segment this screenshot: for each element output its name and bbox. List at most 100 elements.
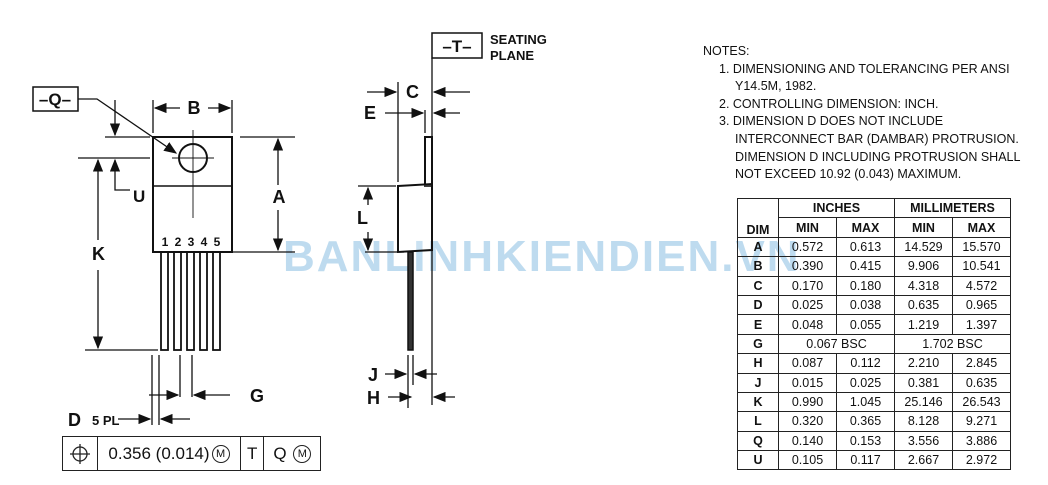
dim-cell: U — [737, 450, 779, 471]
header-min: MIN — [894, 217, 953, 238]
value-cell: 0.180 — [836, 275, 895, 296]
value-cell: 0.365 — [836, 411, 895, 432]
dim-a: A — [273, 187, 286, 207]
datum-q-box — [32, 86, 79, 112]
value-cell: 0.381 — [894, 372, 953, 393]
dim-cell: A — [737, 236, 779, 258]
value-cell: 0.390 — [778, 256, 837, 277]
dim-cell: E — [737, 314, 779, 335]
pin-3-label: 3 — [188, 235, 195, 249]
dim-cell: C — [737, 275, 779, 296]
dim-d: D — [68, 410, 81, 430]
value-cell: 26.543 — [952, 391, 1011, 413]
dim-u: U — [133, 187, 145, 206]
value-cell: 0.025 — [778, 294, 837, 316]
value-cell: 4.572 — [952, 275, 1011, 296]
dim-cell: K — [737, 391, 779, 413]
notes-title: NOTES: — [703, 44, 750, 58]
dim-cell: B — [737, 256, 779, 277]
value-cell: 9.271 — [952, 411, 1011, 432]
value-cell: 0.112 — [836, 353, 895, 374]
note-item: 1. DIMENSIONING AND TOLERANCING PER ANSI… — [719, 61, 1010, 94]
mmc-modifier: M — [293, 444, 312, 463]
dim-c: C — [406, 82, 419, 102]
seating-label: SEATING — [490, 32, 547, 47]
feature-control-frame: 0.356 (0.014)M T Q M — [62, 436, 322, 471]
value-cell: 0.990 — [778, 391, 837, 413]
value-cell: 1.219 — [894, 314, 953, 335]
value-cell: 25.146 — [894, 391, 953, 413]
value-cell: 0.105 — [778, 450, 837, 471]
value-cell: 0.025 — [836, 372, 895, 393]
value-cell: 4.318 — [894, 275, 953, 296]
notes: NOTES: 1. DIMENSIONING AND TOLERANCING P… — [703, 43, 1035, 184]
dim-cell: Q — [737, 430, 779, 452]
header-dim: DIM — [737, 198, 779, 238]
value-cell: 0.635 — [952, 372, 1011, 393]
note-item: 2. CONTROLLING DIMENSION: INCH. — [719, 96, 939, 111]
dim-k: K — [92, 244, 105, 264]
value-cell: 2.210 — [894, 353, 953, 374]
value-cell: 0.117 — [836, 450, 895, 471]
value-cell: 0.635 — [894, 294, 953, 316]
mmc-modifier: M — [211, 444, 230, 463]
dim-g: G — [250, 386, 264, 406]
dim-l: L — [357, 208, 368, 228]
pin-1-label: 1 — [162, 235, 169, 249]
value-cell: 0.415 — [836, 256, 895, 277]
value-cell: 8.128 — [894, 411, 953, 432]
dim-cell: L — [737, 411, 779, 432]
value-cell: 1.397 — [952, 314, 1011, 335]
value-cell: 0.038 — [836, 294, 895, 316]
value-cell: 1.702 BSC — [894, 333, 1011, 355]
position-icon — [63, 437, 98, 470]
header-min: MIN — [778, 217, 837, 238]
value-cell: 0.965 — [952, 294, 1011, 316]
value-cell: 0.140 — [778, 430, 837, 452]
value-cell: 0.153 — [836, 430, 895, 452]
dim-b: B — [188, 98, 201, 118]
dim-d-suffix: 5 PL — [92, 413, 120, 428]
note-item: 3. DIMENSION D DOES NOT INCLUDE INTERCON… — [719, 114, 1020, 182]
dimensions-table: DIM INCHES MILLIMETERS MIN MAX MIN MAX A… — [737, 197, 1011, 471]
value-cell: 0.015 — [778, 372, 837, 393]
value-cell: 10.541 — [952, 256, 1011, 277]
pin-2-label: 2 — [175, 235, 182, 249]
tolerance-value: 0.356 (0.014)M — [98, 437, 241, 470]
value-cell: 3.556 — [894, 430, 953, 452]
value-cell: 15.570 — [952, 236, 1011, 258]
header-max: MAX — [836, 217, 895, 238]
value-cell: 0.613 — [836, 236, 895, 258]
datum-q-ref: Q M — [264, 437, 320, 470]
value-cell: 1.045 — [836, 391, 895, 413]
value-cell: 0.087 — [778, 353, 837, 374]
value-cell: 0.055 — [836, 314, 895, 335]
datum-t-label: –T– — [442, 37, 471, 56]
value-cell: 9.906 — [894, 256, 953, 277]
dim-cell: G — [737, 333, 779, 355]
dim-cell: D — [737, 294, 779, 316]
value-cell: 14.529 — [894, 236, 953, 258]
value-cell: 0.067 BSC — [778, 333, 895, 355]
value-cell: 3.886 — [952, 430, 1011, 452]
dim-cell: H — [737, 353, 779, 374]
datum-t-ref: T — [241, 437, 265, 470]
front-view — [78, 98, 295, 425]
value-cell: 2.845 — [952, 353, 1011, 374]
value-cell: 0.320 — [778, 411, 837, 432]
dim-h: H — [367, 388, 380, 408]
datum-q-label: –Q– — [39, 90, 71, 109]
